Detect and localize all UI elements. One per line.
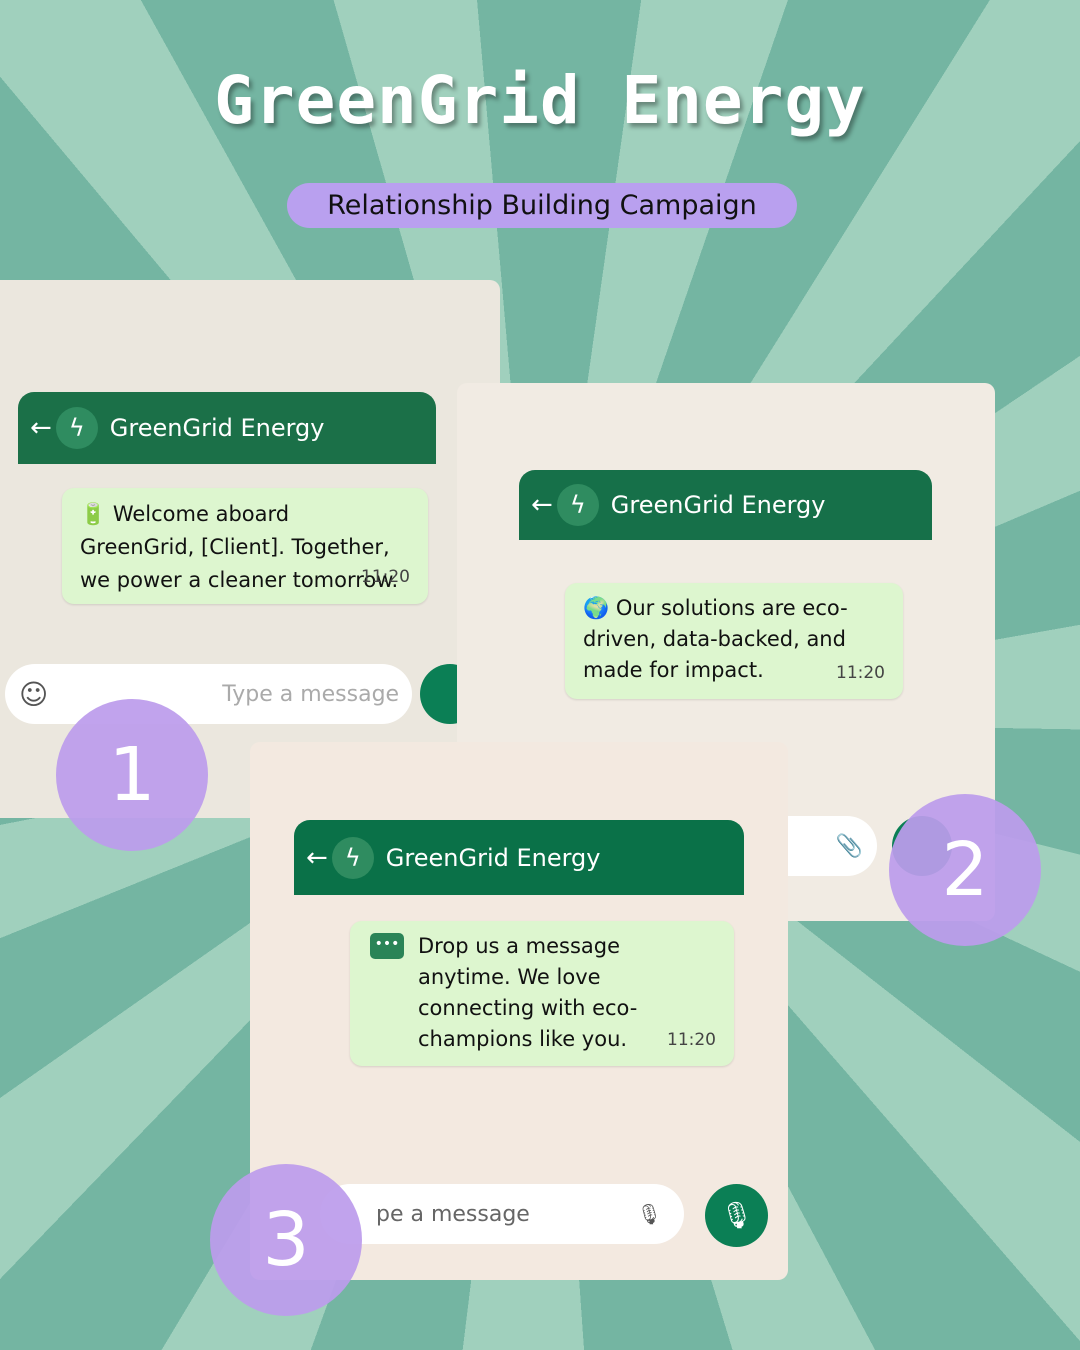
step-badge-1: 1 — [56, 699, 208, 851]
chat-bubble-icon: ••• — [370, 933, 404, 959]
message-time: 11:20 — [836, 663, 885, 683]
input-placeholder: Type a message — [222, 681, 400, 707]
input-placeholder: pe a message — [376, 1201, 530, 1227]
message-text: Welcome aboard GreenGrid, [Client]. Toge… — [80, 502, 399, 592]
contact-name: GreenGrid Energy — [109, 414, 325, 442]
emoji-icon[interactable]: ☺ — [19, 677, 49, 711]
chat-header: ← ϟ GreenGrid Energy — [18, 392, 436, 464]
message-bubble: ••• Drop us a message anytime. We love c… — [350, 921, 734, 1066]
bolt-avatar-icon: ϟ — [556, 484, 599, 526]
message-bubble: 🔋 Welcome aboard GreenGrid, [Client]. To… — [62, 488, 428, 604]
contact-name: GreenGrid Energy — [610, 491, 826, 519]
message-input[interactable]: ☺ Type a message — [5, 664, 412, 724]
mic-icon: 🎙 — [719, 1200, 753, 1230]
bolt-avatar-icon: ϟ — [55, 407, 98, 449]
contact-name: GreenGrid Energy — [385, 843, 601, 872]
page-title: GreenGrid Energy — [214, 62, 866, 139]
message-text: Our solutions are eco-driven, data-backe… — [583, 596, 848, 682]
step-badge-3: 3 — [210, 1164, 362, 1316]
message-input[interactable]: pe a message 🎙 — [320, 1184, 684, 1244]
message-bubble: 🌍 Our solutions are eco-driven, data-bac… — [565, 583, 903, 699]
message-text: Drop us a message anytime. We love conne… — [418, 934, 638, 1051]
chat-header: ← ϟ GreenGrid Energy — [519, 470, 932, 540]
bolt-avatar-icon: ϟ — [331, 836, 374, 879]
globe-emoji-icon: 🌍 — [583, 596, 610, 620]
campaign-badge: Relationship Building Campaign — [287, 183, 797, 228]
attachment-icon[interactable]: 📎 — [835, 833, 863, 859]
chat-header: ← ϟ GreenGrid Energy — [294, 820, 744, 895]
message-time: 11:20 — [667, 1030, 716, 1050]
back-arrow-icon[interactable]: ← — [30, 413, 52, 443]
message-time: 11:20 — [361, 567, 410, 587]
back-arrow-icon[interactable]: ← — [531, 490, 553, 520]
mic-button[interactable]: 🎙 — [705, 1184, 768, 1247]
step-badge-2: 2 — [889, 794, 1041, 946]
back-arrow-icon[interactable]: ← — [306, 842, 328, 873]
battery-emoji-icon: 🔋 — [80, 502, 107, 526]
mic-icon[interactable]: 🎙 — [636, 1202, 662, 1226]
